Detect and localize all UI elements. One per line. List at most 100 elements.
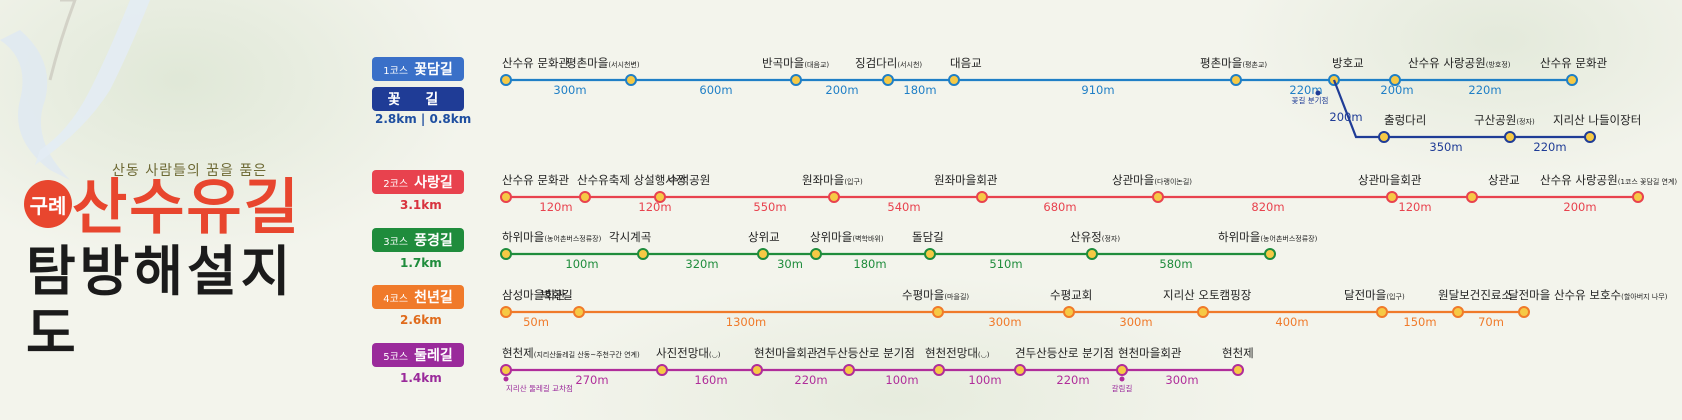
course-1-branch-segment: 220m xyxy=(1533,140,1566,154)
course-1-segment: 180m xyxy=(903,83,936,97)
course-4-stop[interactable] xyxy=(1197,306,1209,318)
course-3-stop[interactable] xyxy=(810,248,822,260)
course-5-stop-label: 사진전망대(◡) xyxy=(656,346,721,360)
course-2-segment: 120m xyxy=(1398,200,1431,214)
course-3-stop[interactable] xyxy=(637,248,649,260)
course-3-stop[interactable] xyxy=(1264,248,1276,260)
course-4-badge-name: 천년길 xyxy=(414,290,453,306)
course-5-stop-label: 현천제(지리산둘레길 산동~주천구간 연계) xyxy=(502,346,640,360)
course-2-stop-label: 수석공원 xyxy=(668,173,710,187)
course-5-stop[interactable] xyxy=(1116,364,1128,376)
course-2-stop[interactable] xyxy=(1632,191,1644,203)
course-2-stop[interactable] xyxy=(828,191,840,203)
course-1-badge-sub[interactable]: 꽃 길 xyxy=(372,87,464,111)
course-3-distance: 1.7km xyxy=(400,256,442,270)
course-2-badge[interactable]: 2코스 사랑길 xyxy=(372,170,464,194)
course-4-segment: 300m xyxy=(988,315,1021,329)
course-1-segment: 300m xyxy=(553,83,586,97)
title-subtitle: 산동 사람들의 꿈을 품은 xyxy=(112,163,268,179)
course-4-stop[interactable] xyxy=(1376,306,1388,318)
course-1-stop[interactable] xyxy=(790,74,802,86)
course-4-stop[interactable] xyxy=(573,306,585,318)
course-4-stop[interactable] xyxy=(1518,306,1530,318)
course-5-stop[interactable] xyxy=(933,364,945,376)
course-2-stop[interactable] xyxy=(500,191,512,203)
course-4-badge[interactable]: 4코스 천년길 xyxy=(372,285,464,309)
course-3-stop[interactable] xyxy=(757,248,769,260)
course-3-stop-label: 돌담길 xyxy=(912,230,944,244)
course-1-stop[interactable] xyxy=(1566,74,1578,86)
course-2-stop[interactable] xyxy=(976,191,988,203)
course-5-stop-label: 현천전망대(◡) xyxy=(925,346,990,360)
course-1-stop[interactable] xyxy=(625,74,637,86)
course-5-stop-label: 견두산등산로 분기점 xyxy=(816,346,915,360)
course-1-stop-label: 징검다리(서시천) xyxy=(855,56,922,70)
course-3-stop[interactable] xyxy=(500,248,512,260)
course-1-segment: 600m xyxy=(699,83,732,97)
course-3-stop[interactable] xyxy=(924,248,936,260)
course-4-stop[interactable] xyxy=(932,306,944,318)
course-2-stop-label: 산수유 문화관 xyxy=(502,173,570,187)
course-3-stop-label: 하위마을(농어촌버스정류장) xyxy=(502,230,602,244)
course-5-stop[interactable] xyxy=(656,364,668,376)
course-2-stop-label: 상관마을회관 xyxy=(1358,173,1422,187)
course-1-stop[interactable] xyxy=(1389,74,1401,86)
course-5-stop-label: 현천마을회관 xyxy=(754,346,818,360)
course-5-stop-label: 현천제 xyxy=(1222,346,1254,360)
course-1-badge[interactable]: 1코스 꽃담길 xyxy=(372,57,464,81)
course-4-stop[interactable] xyxy=(1063,306,1075,318)
course-3-stop-label: 각시계곡 xyxy=(609,230,651,244)
course-3-badge[interactable]: 3코스 풍경길 xyxy=(372,228,464,252)
title-block: 산동 사람들의 꿈을 품은 구례 산수유길 탐방해설지도 xyxy=(0,0,340,420)
course-1-branch-stop[interactable] xyxy=(1504,131,1516,143)
course-2-stop[interactable] xyxy=(1152,191,1164,203)
course-2-stop-label: 산수유축제 상설행사장 xyxy=(577,173,687,187)
course-1-stop[interactable] xyxy=(882,74,894,86)
course-1-stop[interactable] xyxy=(500,74,512,86)
course-2-segment: 540m xyxy=(887,200,920,214)
course-1-branch-stop[interactable] xyxy=(1378,131,1390,143)
course-1-segment: 200m xyxy=(1380,83,1413,97)
course-2-stop[interactable] xyxy=(579,191,591,203)
course-5-stop[interactable] xyxy=(1014,364,1026,376)
title-main: 산수유길 xyxy=(72,173,301,243)
course-2-stop-label: 상관마을(다랭이논길) xyxy=(1112,173,1192,187)
course-5-stop[interactable] xyxy=(751,364,763,376)
course-5-stop[interactable] xyxy=(500,364,512,376)
course-2-segment: 680m xyxy=(1043,200,1076,214)
course-1-stop-label: 산수유 문화관 xyxy=(502,56,570,70)
course-2-segment: 550m xyxy=(753,200,786,214)
course-2-stop[interactable] xyxy=(1466,191,1478,203)
course-4-stop-label: 지리산 오토캠핑장 xyxy=(1163,288,1252,302)
course-3-segment: 320m xyxy=(685,257,718,271)
course-1-stop[interactable] xyxy=(948,74,960,86)
course-2-stop[interactable] xyxy=(654,191,666,203)
course-5-connection-label: 지리산 둘레길 교차점 xyxy=(506,383,573,393)
course-1-stop-label: 평촌마을(평촌교) xyxy=(1200,56,1267,70)
course-1-stop[interactable] xyxy=(1230,74,1242,86)
course-5-stop[interactable] xyxy=(1232,364,1244,376)
course-4-stop[interactable] xyxy=(1452,306,1464,318)
course-1-stop-label: 방호교 xyxy=(1332,56,1364,70)
course-1-stop-label: 평촌마을(서시천변) xyxy=(566,56,640,70)
course-5-badge[interactable]: 5코스 둘레길 xyxy=(372,343,464,367)
course-1-segment: 910m xyxy=(1081,83,1114,97)
course-4-stop[interactable] xyxy=(500,306,512,318)
course-3-badge-name: 풍경길 xyxy=(414,233,453,249)
course-5-badge-name: 둘레길 xyxy=(414,348,453,364)
course-3-stop[interactable] xyxy=(1086,248,1098,260)
course-1-stop-label: 반곡마을(대음교) xyxy=(762,56,829,70)
course-2-badge-name: 사랑길 xyxy=(414,175,453,191)
brand-badge: 구례 xyxy=(24,180,72,228)
course-5-stop[interactable] xyxy=(843,364,855,376)
course-2-stop-label: 산수유 사랑공원(1코스 꽃담길 연계) xyxy=(1540,173,1677,187)
course-1-segment: 220m xyxy=(1289,83,1322,97)
course-2-stop[interactable] xyxy=(1386,191,1398,203)
course-5-segment: 160m xyxy=(694,373,727,387)
course-5-segment: 300m xyxy=(1165,373,1198,387)
course-1-branch-stop[interactable] xyxy=(1584,131,1596,143)
